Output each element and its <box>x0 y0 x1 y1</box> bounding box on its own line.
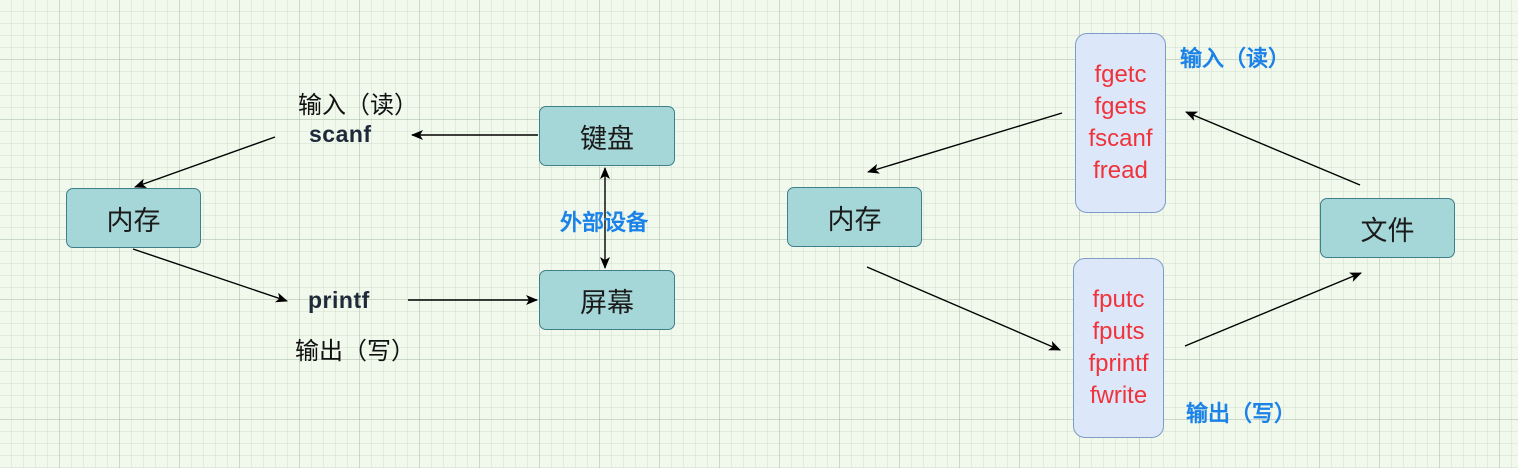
arrow-file-to-read-functions <box>1185 111 1361 186</box>
read-functions-box: fgetc fgets fscanf fread <box>1075 33 1166 213</box>
keyboard-box: 键盘 <box>539 106 675 166</box>
read-function-item: fscanf <box>1088 125 1153 152</box>
output-label-left: 输出（写） <box>295 337 415 365</box>
arrow-write-functions-to-file <box>1184 272 1362 347</box>
input-label-left: 输入（读） <box>298 91 418 119</box>
keyboard-label: 键盘 <box>580 123 634 155</box>
arrow-read-functions-to-memory <box>867 112 1063 174</box>
arrow-memory-to-write-functions <box>866 266 1061 351</box>
output-label-right: 输出（写） <box>1186 402 1297 427</box>
screen-box: 屏幕 <box>539 270 675 330</box>
file-box: 文件 <box>1320 198 1455 258</box>
write-function-item: fwrite <box>1089 382 1148 409</box>
screen-label: 屏幕 <box>580 287 634 319</box>
read-function-item: fgetc <box>1094 61 1147 88</box>
read-function-item: fgets <box>1094 93 1147 120</box>
external-device-label: 外部设备 <box>560 211 649 236</box>
input-label-right: 输入（读） <box>1180 47 1291 72</box>
scanf-label: scanf <box>309 121 372 147</box>
memory-box-left: 内存 <box>66 188 201 248</box>
arrow-scanf-to-memory <box>134 136 276 189</box>
memory-label-left: 内存 <box>106 205 161 237</box>
read-function-item: fread <box>1093 157 1148 184</box>
write-functions-box: fputc fputs fprintf fwrite <box>1073 258 1164 438</box>
printf-label: printf <box>308 287 370 313</box>
write-function-item: fputc <box>1092 286 1145 313</box>
write-function-item: fputs <box>1092 318 1145 345</box>
memory-label-right: 内存 <box>827 204 882 236</box>
write-function-item: fprintf <box>1088 350 1149 377</box>
memory-box-right: 内存 <box>787 187 922 247</box>
file-label: 文件 <box>1360 215 1415 247</box>
arrow-memory-to-printf <box>132 248 288 303</box>
